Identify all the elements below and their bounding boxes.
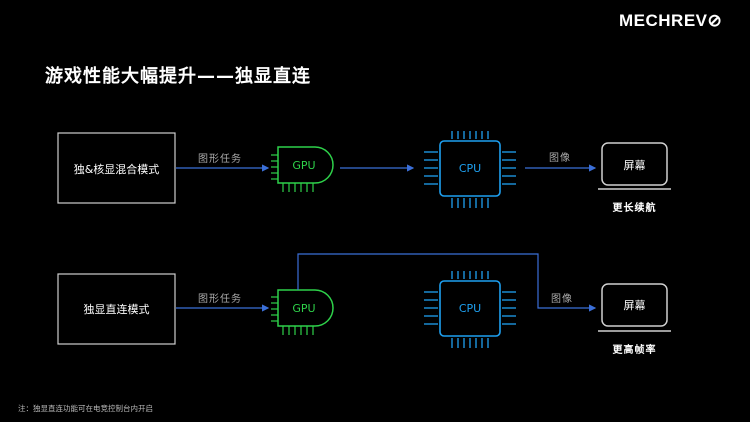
row2-mode-box: 独显直连模式 bbox=[57, 273, 176, 345]
row2-arrow-bypass-to-screen bbox=[297, 253, 597, 312]
row2-cpu-chip: CPU bbox=[424, 271, 516, 348]
row1-screen: 屏幕 更长续航 bbox=[598, 142, 671, 214]
row2-cpu-label: CPU bbox=[459, 302, 481, 315]
row2-gpu-chip: GPU bbox=[271, 289, 334, 335]
row1-edge-label-gpu: 图形任务 bbox=[198, 152, 242, 165]
row1-gpu-label: GPU bbox=[292, 159, 315, 172]
row1-caption: 更长续航 bbox=[613, 201, 657, 214]
row2-cpu-pins bbox=[424, 271, 516, 348]
row2-edge-label-gpu: 图形任务 bbox=[198, 292, 242, 305]
row1-mode-box: 独&核显混合模式 bbox=[57, 132, 176, 204]
row1-mode-label: 独&核显混合模式 bbox=[74, 162, 160, 176]
row1-gpu-chip: GPU bbox=[271, 146, 334, 192]
row2-mode-label: 独显直连模式 bbox=[84, 302, 150, 316]
row1-cpu-label: CPU bbox=[459, 162, 481, 175]
footer-note: 注：独显直连功能可在电竞控制台内开启 bbox=[18, 404, 153, 413]
row2-edge-label-screen: 图像 bbox=[551, 293, 573, 305]
row1-cpu-pins bbox=[424, 131, 516, 208]
row2-gpu-pins bbox=[271, 296, 314, 335]
row1-screen-label: 屏幕 bbox=[624, 158, 646, 172]
row2-caption: 更高帧率 bbox=[613, 343, 657, 356]
row2-gpu-label: GPU bbox=[292, 302, 315, 315]
row2-screen-label: 屏幕 bbox=[624, 298, 646, 312]
row1-cpu-chip: CPU bbox=[424, 131, 516, 208]
page-title: 游戏性能大幅提升——独显直连 bbox=[45, 66, 311, 87]
row1-edge-label-screen: 图像 bbox=[549, 152, 571, 164]
row2-screen: 屏幕 更高帧率 bbox=[598, 283, 671, 356]
row1-gpu-pins bbox=[271, 154, 314, 192]
brand-logo: MECHREV⊘ bbox=[619, 11, 723, 30]
